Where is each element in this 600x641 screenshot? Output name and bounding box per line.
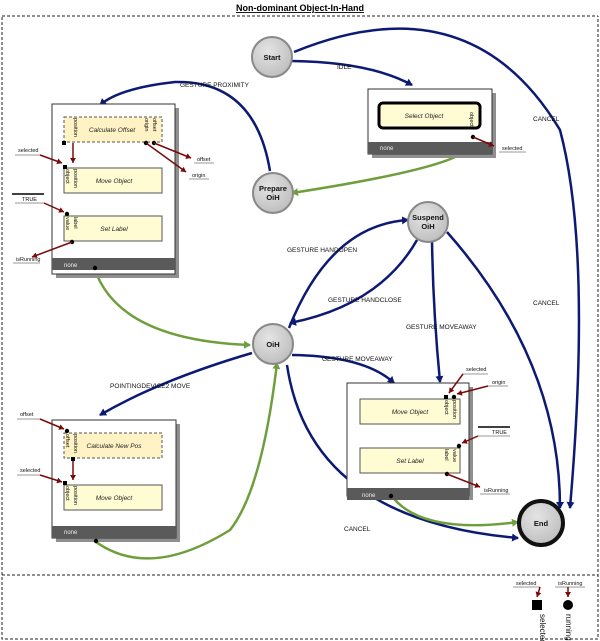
arrow-gesture-handopen <box>287 216 409 329</box>
move1-port-position: position <box>72 169 78 188</box>
state-oih-label: OiH <box>266 340 279 349</box>
calc-offset-task-label: Calculate Offset <box>89 127 136 134</box>
state-start: Start <box>251 36 293 78</box>
label-cancel-oih: CANCEL <box>344 526 371 533</box>
bottom-selected-in: selected <box>516 581 537 587</box>
calc-newpos-port-position: position <box>72 434 78 453</box>
label2-port-label: label <box>443 449 449 461</box>
move1-port-object: object <box>64 169 70 184</box>
arrow-label2-to-end <box>389 494 519 527</box>
label2-out-running: isRunning <box>484 488 508 494</box>
bottom-selected-label: selected <box>538 614 547 641</box>
label-cancel-start: CANCEL <box>533 116 560 123</box>
move3-in-selected: selected <box>466 367 487 373</box>
arrow-cancel-suspend <box>446 231 564 509</box>
select-task-label: Select Object <box>405 113 445 120</box>
state-start-label: Start <box>263 53 281 62</box>
running-output-port <box>563 600 573 610</box>
diagram-title: Non-dominant Object-In-Hand <box>236 3 364 13</box>
calc-offset-out-offset: offset <box>197 157 211 163</box>
label-gesture-moveaway-suspend: GESTURE MOVEAWAY <box>406 324 477 331</box>
calc-offset-out-origin: origin <box>192 173 205 179</box>
label-idle: IDLE <box>337 64 352 71</box>
label-gesture-handclose: GESTURE HANDCLOSE <box>328 297 402 304</box>
selected-output-port <box>532 600 542 610</box>
state-prepare-label-2: OiH <box>266 193 279 202</box>
label1-port-value: value <box>64 217 70 230</box>
arrow-move2-to-oih <box>95 362 281 560</box>
state-prepare-oih: Prepare OiH <box>252 172 294 214</box>
label-pointingdevice: POINTINGDEVICE2 MOVE <box>110 383 191 390</box>
calc-newpos-port-offset: offset <box>64 434 70 448</box>
arrow-cancel-start <box>293 27 581 509</box>
state-suspend-label-2: OiH <box>421 222 434 231</box>
label2-footer: none <box>362 493 376 499</box>
label-gesture-moveaway-oih: GESTURE MOVEAWAY <box>322 356 393 363</box>
state-oih: OiH <box>252 323 294 365</box>
move2-port-object: object <box>64 486 70 501</box>
calc-offset-port-position: position <box>72 118 78 137</box>
arrow-gesture-proximity <box>99 80 272 172</box>
move3-port-position: position <box>451 400 457 419</box>
box-move-label-right: none Move Object object position selecte… <box>346 367 510 500</box>
move3-in-origin: origin <box>492 380 505 386</box>
box-newpos-move: none Calculate New Pos offset position o… <box>17 412 180 544</box>
label1-port-label: label <box>72 217 78 229</box>
state-end-label: End <box>534 519 549 528</box>
calc-offset-port-origin: origin <box>143 118 149 131</box>
arrow-gesture-handclose <box>289 239 419 326</box>
move1-task-label: Move Object <box>96 178 134 185</box>
state-end: End <box>517 499 565 547</box>
state-prepare-label-1: Prepare <box>259 184 287 193</box>
arrow-select-to-prepare <box>291 150 465 197</box>
arrow-gesture-moveaway-suspend <box>430 239 444 383</box>
state-suspend-oih: Suspend OiH <box>407 201 449 243</box>
move2-task-label: Move Object <box>96 495 134 502</box>
transition-labels: IDLE CANCEL GESTURE PROXIMITY GESTURE HA… <box>110 64 560 533</box>
calc-newpos-task-label: Calculate New Pos <box>87 443 143 450</box>
label2-task-label: Set Label <box>396 458 424 465</box>
label2-in-true: TRUE <box>492 430 507 436</box>
bottom-running-in: isRunning <box>558 581 582 587</box>
label1-out-running: isRunning <box>16 257 40 263</box>
calc-newpos-in-offset: offset <box>20 412 34 418</box>
arrow-label1-to-oih <box>93 269 251 349</box>
select-footer: none <box>380 146 394 152</box>
calc-offset-port-offset: offset <box>151 118 157 132</box>
label1-task-label: Set Label <box>100 226 128 233</box>
arrow-idle <box>291 59 413 87</box>
label2-port-value: value <box>451 449 457 462</box>
move3-port-object: object <box>443 400 449 415</box>
label1-footer: none <box>64 263 78 269</box>
transitions <box>99 27 581 542</box>
move2-port-position: position <box>72 486 78 505</box>
box-offset-move-label: none Calculate Offset position origin of… <box>12 103 214 278</box>
arrow-gesture-moveaway-oih <box>291 353 395 384</box>
move3-task-label: Move Object <box>392 409 430 416</box>
state-suspend-label-1: Suspend <box>412 213 444 222</box>
label-gesture-handopen: GESTURE HANDOPEN <box>287 247 357 254</box>
move2-footer: none <box>64 530 78 536</box>
select-out-selected: selected <box>502 146 523 152</box>
arrow-pointingdevice <box>99 351 253 417</box>
label-gesture-proximity: GESTURE PROXIMITY <box>180 82 250 89</box>
label-cancel-suspend: CANCEL <box>533 300 560 307</box>
box-select-object: none Select Object object selected <box>367 88 526 158</box>
bottom-outputs: selected selected isRunning running <box>513 581 585 641</box>
move1-in-selected: selected <box>18 148 39 154</box>
label1-in-true: TRUE <box>22 197 37 203</box>
move2-in-selected: selected <box>20 468 41 474</box>
bottom-running-label: running <box>564 614 573 641</box>
select-port-object: object <box>468 112 474 127</box>
